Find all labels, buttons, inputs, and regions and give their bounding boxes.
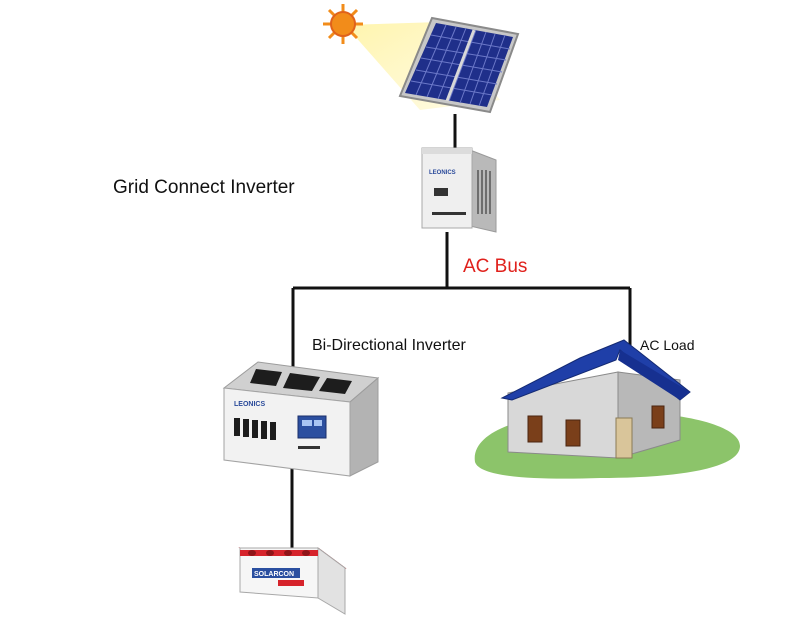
grid-inverter-brand: LEONICS — [429, 170, 456, 176]
ac-load-label: AC Load — [640, 337, 695, 353]
sun-icon — [323, 4, 363, 44]
grid-connect-inverter-label: Grid Connect Inverter — [113, 177, 295, 198]
wiring — [290, 114, 632, 548]
bidir-inverter-brand: LEONICS — [234, 401, 265, 408]
solar-panel — [398, 16, 520, 114]
bidirectional-inverter-label: Bi-Directional Inverter — [312, 337, 466, 354]
house — [474, 339, 740, 479]
battery: SOLARCON — [238, 547, 347, 615]
battery-brand: SOLARCON — [254, 571, 294, 578]
grid-connect-inverter: LEONICS — [421, 147, 497, 233]
bidirectional-inverter: LEONICS — [222, 361, 380, 477]
ac-bus-label: AC Bus — [463, 256, 528, 277]
